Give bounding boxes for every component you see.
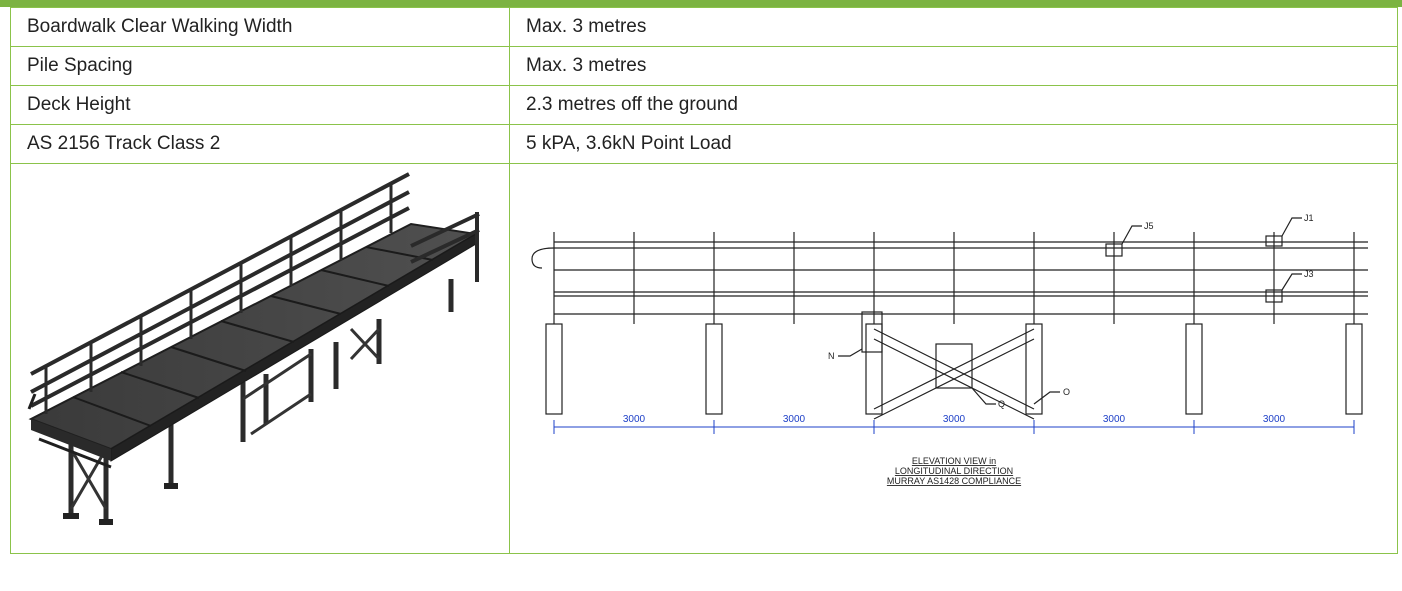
dimension-label: 3000 [623, 414, 646, 425]
header-accent-bar [0, 0, 1402, 7]
callout-label: J1 [1304, 213, 1314, 223]
image-row: 3000 3000 3000 3000 3000 J5 J1 J3 N O Q … [10, 163, 1398, 554]
dimension-label: 3000 [1103, 414, 1126, 425]
callout-label: J5 [1144, 221, 1154, 231]
drawing-caption-line: ELEVATION VIEW in [912, 456, 996, 466]
callout-label: O [1063, 387, 1070, 397]
drawing-caption-line: MURRAY AS1428 COMPLIANCE [887, 476, 1021, 486]
callout-label: N [828, 351, 835, 361]
callout-label: J3 [1304, 269, 1314, 279]
spec-label: AS 2156 Track Class 2 [10, 124, 510, 164]
table-row: Deck Height 2.3 metres off the ground [10, 85, 1398, 125]
spec-label: Boardwalk Clear Walking Width [10, 7, 510, 47]
callout-label: Q [998, 399, 1005, 409]
spec-value: Max. 3 metres [509, 7, 1398, 47]
dimension-label: 3000 [1263, 414, 1286, 425]
elevation-view-drawing: 3000 3000 3000 3000 3000 J5 J1 J3 N O Q … [531, 213, 1368, 486]
spec-value: 5 kPA, 3.6kN Point Load [509, 124, 1398, 164]
drawing-caption-line: LONGITUDINAL DIRECTION [895, 466, 1013, 476]
spec-table: Boardwalk Clear Walking Width Max. 3 met… [10, 7, 1398, 554]
table-row: Pile Spacing Max. 3 metres [10, 46, 1398, 86]
boardwalk-render-cell [10, 163, 510, 554]
spec-value: 2.3 metres off the ground [509, 85, 1398, 125]
boardwalk-isometric-render [27, 172, 480, 525]
table-row: AS 2156 Track Class 2 5 kPA, 3.6kN Point… [10, 124, 1398, 164]
spec-value: Max. 3 metres [509, 46, 1398, 86]
spec-label: Deck Height [10, 85, 510, 125]
elevation-drawing-cell: 3000 3000 3000 3000 3000 J5 J1 J3 N O Q … [509, 163, 1398, 554]
dimension-label: 3000 [943, 414, 966, 425]
spec-label: Pile Spacing [10, 46, 510, 86]
dimension-label: 3000 [783, 414, 806, 425]
table-row: Boardwalk Clear Walking Width Max. 3 met… [10, 7, 1398, 47]
